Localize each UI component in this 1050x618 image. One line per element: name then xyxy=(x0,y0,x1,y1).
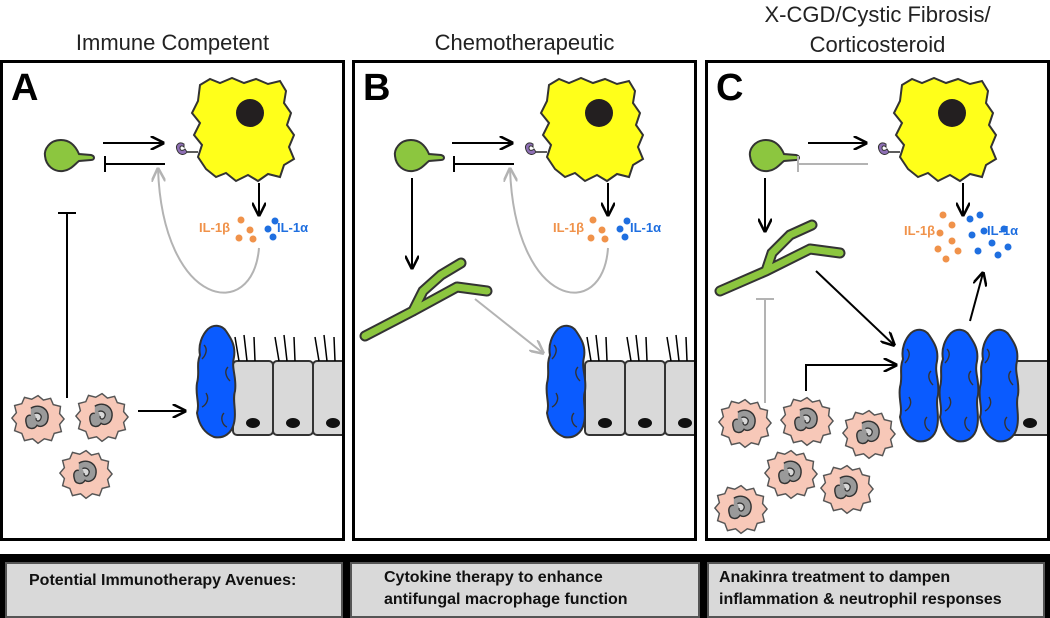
il1a-label: IL-1α xyxy=(277,220,309,235)
panel-c-title-line1: X-CGD/Cystic Fibrosis/ xyxy=(764,2,991,27)
conidium xyxy=(748,139,800,173)
footer-heading-box: Potential Immunotherapy Avenues: xyxy=(5,562,343,618)
panel-c-letter: C xyxy=(716,67,744,109)
neutrophil xyxy=(780,396,834,447)
panel-a-diagram xyxy=(11,77,342,500)
receptor-icon xyxy=(524,142,547,156)
macrophage xyxy=(191,77,295,182)
neutrophil xyxy=(75,392,129,443)
receptor-icon xyxy=(175,142,198,156)
il1b-label: IL-1β xyxy=(199,220,231,235)
il1a-dots xyxy=(264,217,279,241)
neutrophil xyxy=(820,464,874,515)
receptor-icon xyxy=(877,142,900,156)
il1b-dots xyxy=(587,216,609,243)
neutrophil xyxy=(59,449,113,500)
neutrophil xyxy=(764,449,818,500)
il1b-label: IL-1β xyxy=(553,220,585,235)
macrophage xyxy=(540,77,644,182)
neutrophil xyxy=(718,398,772,449)
il1a-dots xyxy=(966,211,1012,259)
footer-heading: Potential Immunotherapy Avenues: xyxy=(29,572,297,589)
il1a-label: IL-1α xyxy=(630,220,662,235)
il1a-dots xyxy=(616,217,631,241)
hypha-to-mucus-arrow xyxy=(474,298,543,353)
footer-c-line2: inflammation & neutrophil responses xyxy=(719,591,1002,608)
panel-b-title: Chemotherapeutic xyxy=(434,30,615,55)
mucus-cell xyxy=(545,324,587,439)
footer-c-box: Anakinra treatment to dampen inflammatio… xyxy=(707,562,1045,618)
epithelium xyxy=(232,334,342,436)
panel-a: A xyxy=(0,60,345,541)
il1b-label: IL-1β xyxy=(904,223,936,238)
mucus-cell xyxy=(195,324,237,439)
conidium xyxy=(43,139,95,173)
conidium xyxy=(393,139,445,173)
panel-b-diagram xyxy=(359,77,694,439)
footer-b-box: Cytokine therapy to enhance antifungal m… xyxy=(350,562,700,618)
neutrophil xyxy=(842,409,896,460)
neutrophil xyxy=(11,394,65,445)
panel-c: C IL-1β IL-1α xyxy=(705,60,1050,541)
mucus-cell xyxy=(978,328,1020,443)
feedback-arrow xyxy=(510,169,609,294)
panel-b: B IL-1β IL-1α xyxy=(352,60,697,541)
epithelium xyxy=(584,334,694,436)
neutrophil xyxy=(714,484,768,535)
recruitment-arrow xyxy=(805,365,896,391)
panel-a-title: Immune Competent xyxy=(75,30,270,55)
mucus-cell xyxy=(938,328,980,443)
hypha-to-mucus-arrow xyxy=(815,270,894,345)
panel-b-letter: B xyxy=(363,67,391,109)
mucus-cell xyxy=(898,328,940,443)
footer-c-line1: Anakinra treatment to dampen xyxy=(719,569,951,586)
epithelial-cytokine-arrow xyxy=(969,273,983,322)
hypha xyxy=(714,219,846,297)
il1b-dots xyxy=(934,211,962,263)
macrophage xyxy=(893,77,997,182)
panel-c-title-line2: Corticosteroid xyxy=(809,32,946,57)
panel-c-title: X-CGD/Cystic Fibrosis/ Corticosteroid xyxy=(705,0,1050,60)
footer-b-line1: Cytokine therapy to enhance xyxy=(384,569,603,586)
footer-b-line2: antifungal macrophage function xyxy=(384,591,628,608)
panel-c-diagram xyxy=(714,77,1047,535)
il1b-dots xyxy=(235,216,257,243)
feedback-arrow xyxy=(158,169,260,294)
hypha xyxy=(359,257,493,342)
panel-a-letter: A xyxy=(11,67,39,109)
